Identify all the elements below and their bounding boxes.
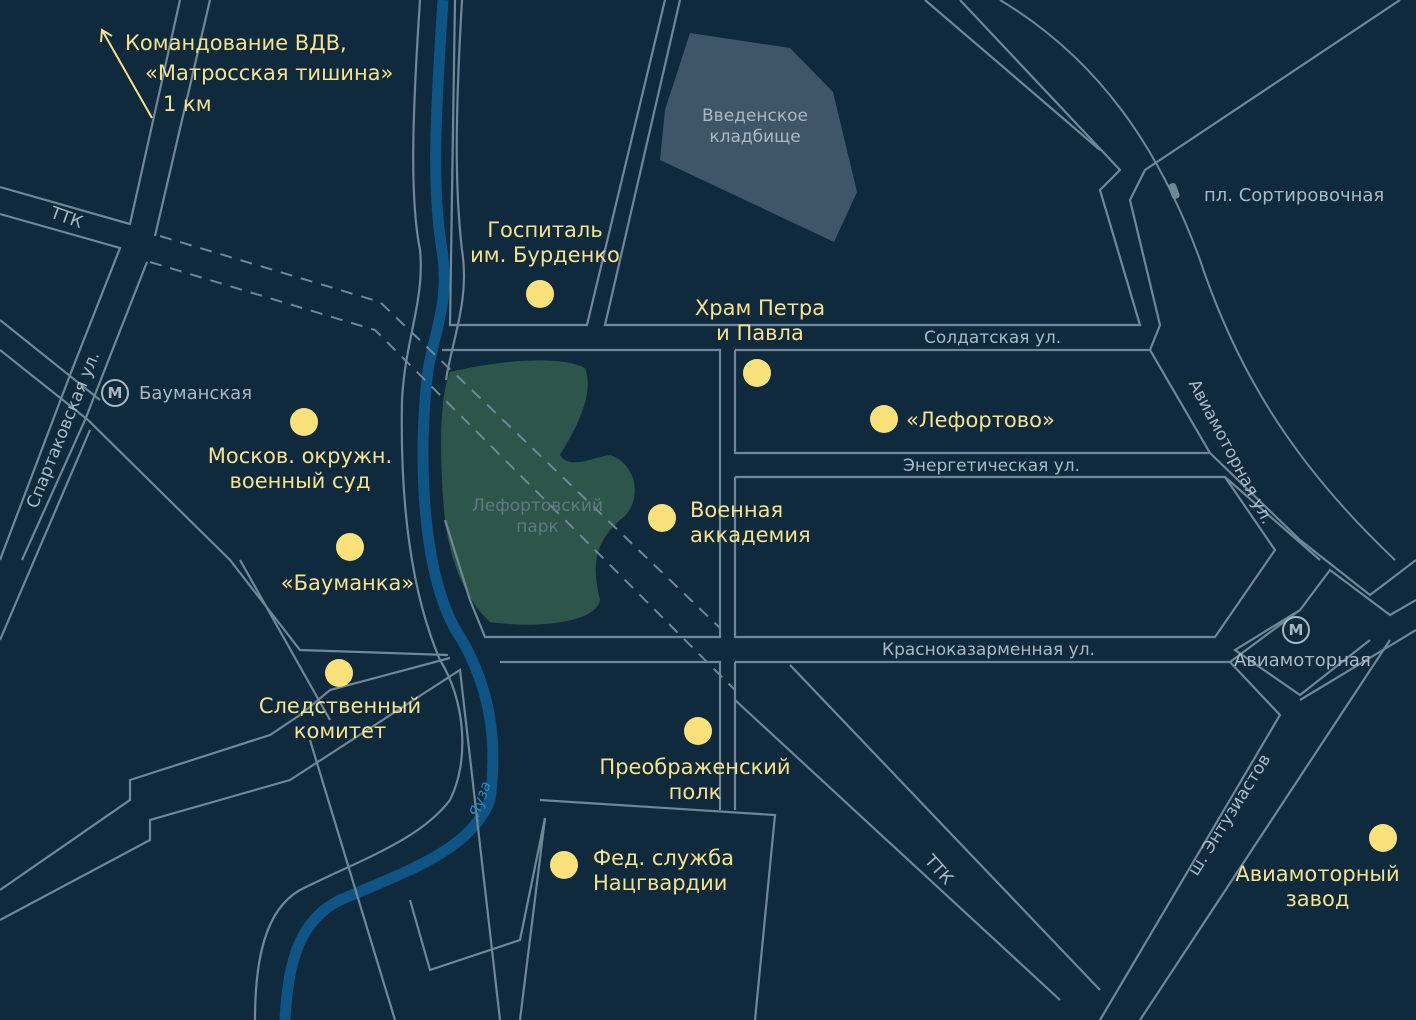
poi-marker-church[interactable] [743,359,771,387]
poi-line: Храм Петра [694,296,826,320]
direction-distance: 1 км [163,92,212,116]
poi-line: Госпиталь [487,218,603,242]
poi-line: Следственный [258,694,422,718]
poi-line: завод [1285,887,1350,911]
poi-line: Военная [690,498,784,522]
arrow-up-left-icon [100,28,153,119]
poi-marker-burdenko[interactable] [526,280,554,308]
direction-note-line1: Командование ВДВ, [125,31,347,55]
station-aviamotornaya[interactable]: Авиамоторная [1234,650,1371,671]
railway-platform [1168,182,1180,200]
river-bank-west [253,0,464,1020]
poi-marker-investigative[interactable] [325,659,353,687]
park-label-line2: парк [516,517,559,537]
street-label-energeticheskaya: Энергетическая ул. [903,456,1081,476]
poi-line: Преображенский [599,755,791,779]
poi-line: и Павла [716,321,804,345]
poi-marker-court[interactable] [290,408,318,436]
poi-line: Нацгвардии [593,871,728,895]
poi-marker-baumanka[interactable] [336,533,364,561]
poi-line: комитет [293,719,387,743]
poi-marker-natsgvardia[interactable] [550,851,578,879]
poi-marker-aviamotor-plant[interactable] [1369,824,1397,852]
poi-marker-academy[interactable] [648,504,676,532]
direction-note-line2: «Матросская тишина» [145,61,394,85]
poi-label-lefortovo: «Лефортово» [906,408,1055,432]
street-label-krasnokazarmennaya: Красноказарменная ул. [882,640,1095,660]
poi-label-baumanka: «Бауманка» [280,571,415,595]
poi-line: аккадемия [690,523,811,547]
park-label-line1: Лефортовский [471,496,603,516]
poi-line: Фед. служба [593,846,735,870]
cemetery-label: Введенское кладбище [690,106,820,148]
poi-line: Москов. окружн. [207,444,393,468]
poi-label-court: Москов. окружн.военный суд [200,444,400,494]
station-baumanskaya[interactable]: Бауманская [139,383,253,404]
poi-marker-lefortovo[interactable] [870,405,898,433]
ttk-tunnel [149,261,736,691]
river-yauza [279,0,499,1020]
poi-line: военный суд [229,469,371,493]
poi-line: им. Бурденко [470,243,620,267]
metro-icon: М [101,379,129,407]
metro-icon: М [1282,616,1310,644]
street-label-soldatskaya: Солдатская ул. [924,328,1062,348]
cemetery-label-line2: кладбище [709,127,801,147]
poi-marker-regiment[interactable] [684,717,712,745]
park-label: Лефортовский парк [465,496,610,538]
poi-line: Авиамоторный [1235,862,1400,886]
cemetery-label-line1: Введенское [702,106,808,126]
poi-line: полк [668,780,722,804]
railway [999,0,1396,561]
station-sortirovochnaya[interactable]: пл. Сортировочная [1204,185,1385,206]
river-bank-east [444,0,466,381]
cemetery-area [660,33,857,242]
